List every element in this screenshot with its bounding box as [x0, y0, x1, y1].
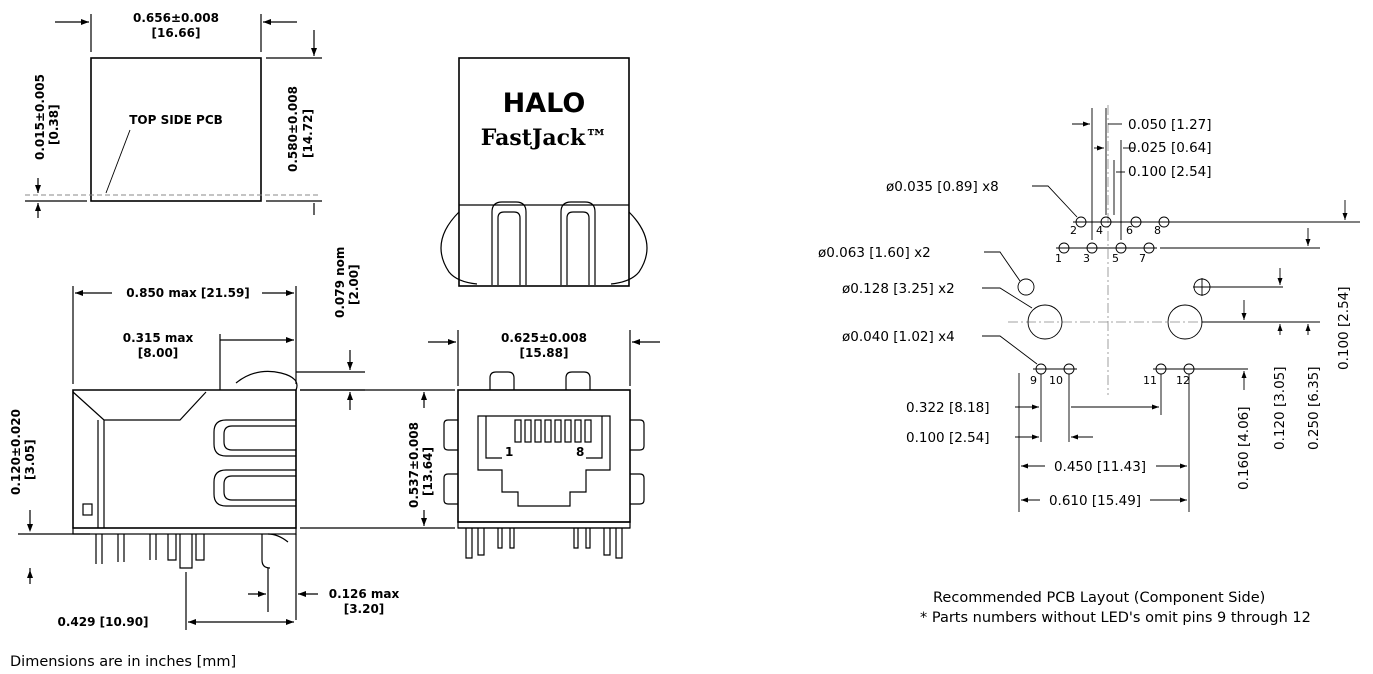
port-width-mm: [15.88] — [520, 346, 569, 360]
pcb-footnote: * Parts numbers without LED's omit pins … — [920, 610, 1311, 626]
front-width-label: 0.656±0.008 — [133, 11, 219, 25]
side-pin-offset-mm: [3.05] — [23, 439, 37, 480]
front-width-mm: [16.66] — [152, 26, 201, 40]
port-height-mm: [13.64] — [421, 447, 435, 496]
front-height-mm: [14.72] — [301, 109, 315, 158]
pcb-layout: 2 4 6 8 1 3 5 7 9 10 11 12 0.050 [1.27] — [818, 105, 1360, 626]
hole-040-label: ø0.040 [1.02] x4 — [842, 329, 955, 345]
pitch-050-label: 0.050 [1.27] — [1128, 117, 1212, 133]
halo-logo: HALO — [503, 88, 586, 119]
pin-label-2: 2 — [1070, 224, 1077, 237]
dist-100-label: 0.100 [2.54] — [906, 430, 990, 446]
port-contacts — [514, 419, 592, 443]
port-pin-first: 1 — [505, 445, 513, 459]
jack-logo-view: HALO FastJack™ — [440, 57, 648, 287]
dist-610-label: 0.610 [15.49] — [1049, 493, 1141, 509]
pin-label-9: 9 — [1030, 374, 1037, 387]
pin-label-4: 4 — [1096, 224, 1103, 237]
vert-120-label: 0.120 [3.05] — [1272, 366, 1288, 450]
front-offset-label: 0.015±0.005 — [33, 74, 47, 160]
side-pin-length-label: 0.126 max — [329, 587, 400, 601]
vert-100-label: 0.100 [2.54] — [1336, 286, 1352, 370]
pin-label-5: 5 — [1112, 252, 1119, 265]
hole-128-left — [1027, 304, 1063, 340]
pin-label-10: 10 — [1049, 374, 1063, 387]
port-pin-last: 8 — [576, 445, 584, 459]
pin-label-11: 11 — [1143, 374, 1157, 387]
front-view-outline — [90, 57, 262, 202]
pitch-025-label: 0.025 [0.64] — [1128, 140, 1212, 156]
pin-label-7: 7 — [1139, 252, 1146, 265]
side-pin-offset-label: 0.120±0.020 — [9, 409, 23, 495]
pin-label-3: 3 — [1083, 252, 1090, 265]
pin-label-1: 1 — [1055, 252, 1062, 265]
side-bottom-label: 0.429 [10.90] — [57, 615, 148, 629]
port-pins — [465, 528, 623, 559]
pin-label-6: 6 — [1126, 224, 1133, 237]
pin-label-12: 12 — [1176, 374, 1190, 387]
pcb-caption: Recommended PCB Layout (Component Side) — [933, 590, 1265, 606]
port-view: 0.625±0.008 [15.88] 1 8 — [300, 330, 660, 559]
hole-128-label: ø0.128 [3.25] x2 — [842, 281, 955, 297]
fastjack-label: FastJack™ — [481, 125, 608, 151]
dist-450-label: 0.450 [11.43] — [1054, 459, 1146, 475]
side-depth-mm: [8.00] — [138, 346, 179, 360]
side-depth-label: 0.315 max — [123, 331, 194, 345]
side-nom-label: 0.079 nom — [333, 247, 347, 318]
units-note: Dimensions are in inches [mm] — [10, 654, 236, 670]
dist-322-label: 0.322 [8.18] — [906, 400, 990, 416]
hole-063-label: ø0.063 [1.60] x2 — [818, 245, 931, 261]
side-view: 0.850 max [21.59] 0.315 max [8.00] 0.079… — [9, 247, 399, 630]
pitch-100-label: 0.100 [2.54] — [1128, 164, 1212, 180]
port-height-label: 0.537±0.008 — [407, 422, 421, 508]
front-offset-mm: [0.38] — [47, 104, 61, 145]
vert-250-label: 0.250 [6.35] — [1306, 366, 1322, 450]
signal-pins-bottom — [1056, 242, 1157, 254]
top-side-pcb-label: TOP SIDE PCB — [129, 113, 223, 127]
front-height-label: 0.580±0.008 — [286, 86, 300, 172]
hole-035-label: ø0.035 [0.89] x8 — [886, 179, 999, 195]
side-length-label: 0.850 max [21.59] — [126, 286, 250, 300]
side-nom-mm: [2.00] — [347, 264, 361, 305]
port-width-label: 0.625±0.008 — [501, 331, 587, 345]
front-view: 0.656±0.008 [16.66] 0.580±0.008 [14.72] … — [25, 11, 322, 218]
pin-label-8: 8 — [1154, 224, 1161, 237]
vert-160-label: 0.160 [4.06] — [1236, 406, 1252, 490]
side-pin-length-mm: [3.20] — [344, 602, 385, 616]
hole-063-left — [1017, 278, 1035, 296]
